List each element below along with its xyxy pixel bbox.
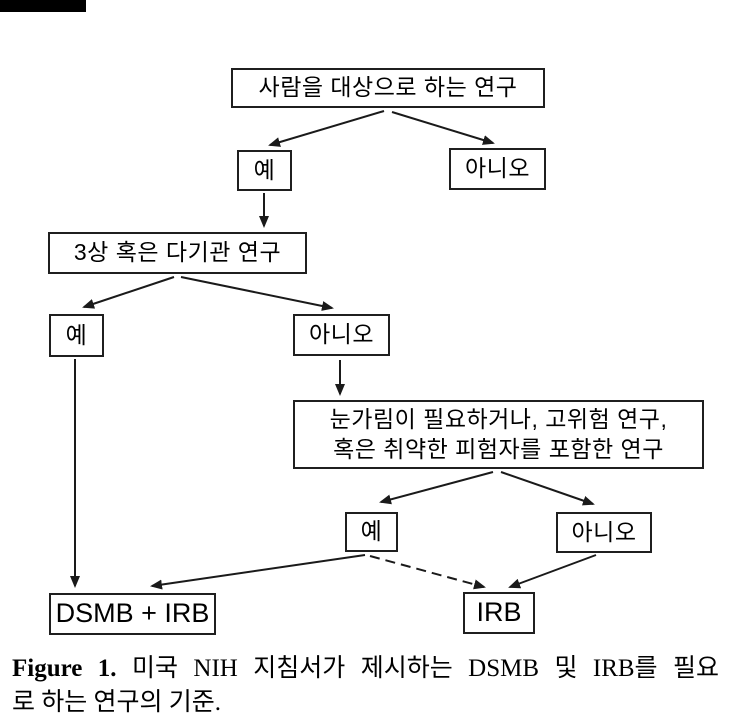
edge-no-to-irb	[508, 554, 597, 589]
caption-line-1: Figure 1. 미국 NIH 지침서가 제시하는 DSMB 및 IRB를 필…	[12, 652, 719, 686]
node-level3-yes: 예	[49, 314, 104, 357]
node-level4-yes: 예	[345, 512, 398, 552]
node-irb: IRB	[463, 592, 535, 634]
node-human-research: 사람을 대상으로 하는 연구	[231, 68, 545, 108]
edge-yes-to-irb-dashed	[369, 555, 486, 590]
edge-risk-to-no	[500, 471, 595, 506]
edge-start-to-no	[391, 111, 495, 145]
node-dsmb-plus-irb: DSMB + IRB	[49, 593, 216, 635]
figure-number-label: Figure 1.	[12, 655, 117, 682]
edge-start-to-yes	[268, 110, 385, 147]
node-level4-no: 아니오	[556, 512, 652, 553]
edge-risk-to-yes	[379, 471, 494, 505]
edge-phase3-to-no	[180, 276, 334, 311]
edge-phase3-to-yes	[82, 276, 175, 309]
node-level2-no: 아니오	[449, 148, 546, 190]
scan-artifact-bar	[0, 0, 86, 12]
node-level3-no: 아니오	[293, 314, 390, 356]
caption-line-2: 로 하는 연구의 기준.	[12, 689, 222, 716]
node-level2-yes: 예	[237, 150, 292, 191]
node-phase3-multicenter: 3상 혹은 다기관 연구	[48, 232, 307, 274]
edge-yes-to-dsmb-diagonal	[150, 554, 366, 590]
node-risk-criteria: 눈가림이 필요하거나, 고위험 연구, 혹은 취약한 피험자를 포함한 연구	[293, 400, 704, 469]
caption-text-1: 미국 NIH 지침서가 제시하는 DSMB 및 IRB를 필요	[131, 655, 719, 682]
figure-caption: Figure 1. 미국 NIH 지침서가 제시하는 DSMB 및 IRB를 필…	[12, 652, 719, 720]
